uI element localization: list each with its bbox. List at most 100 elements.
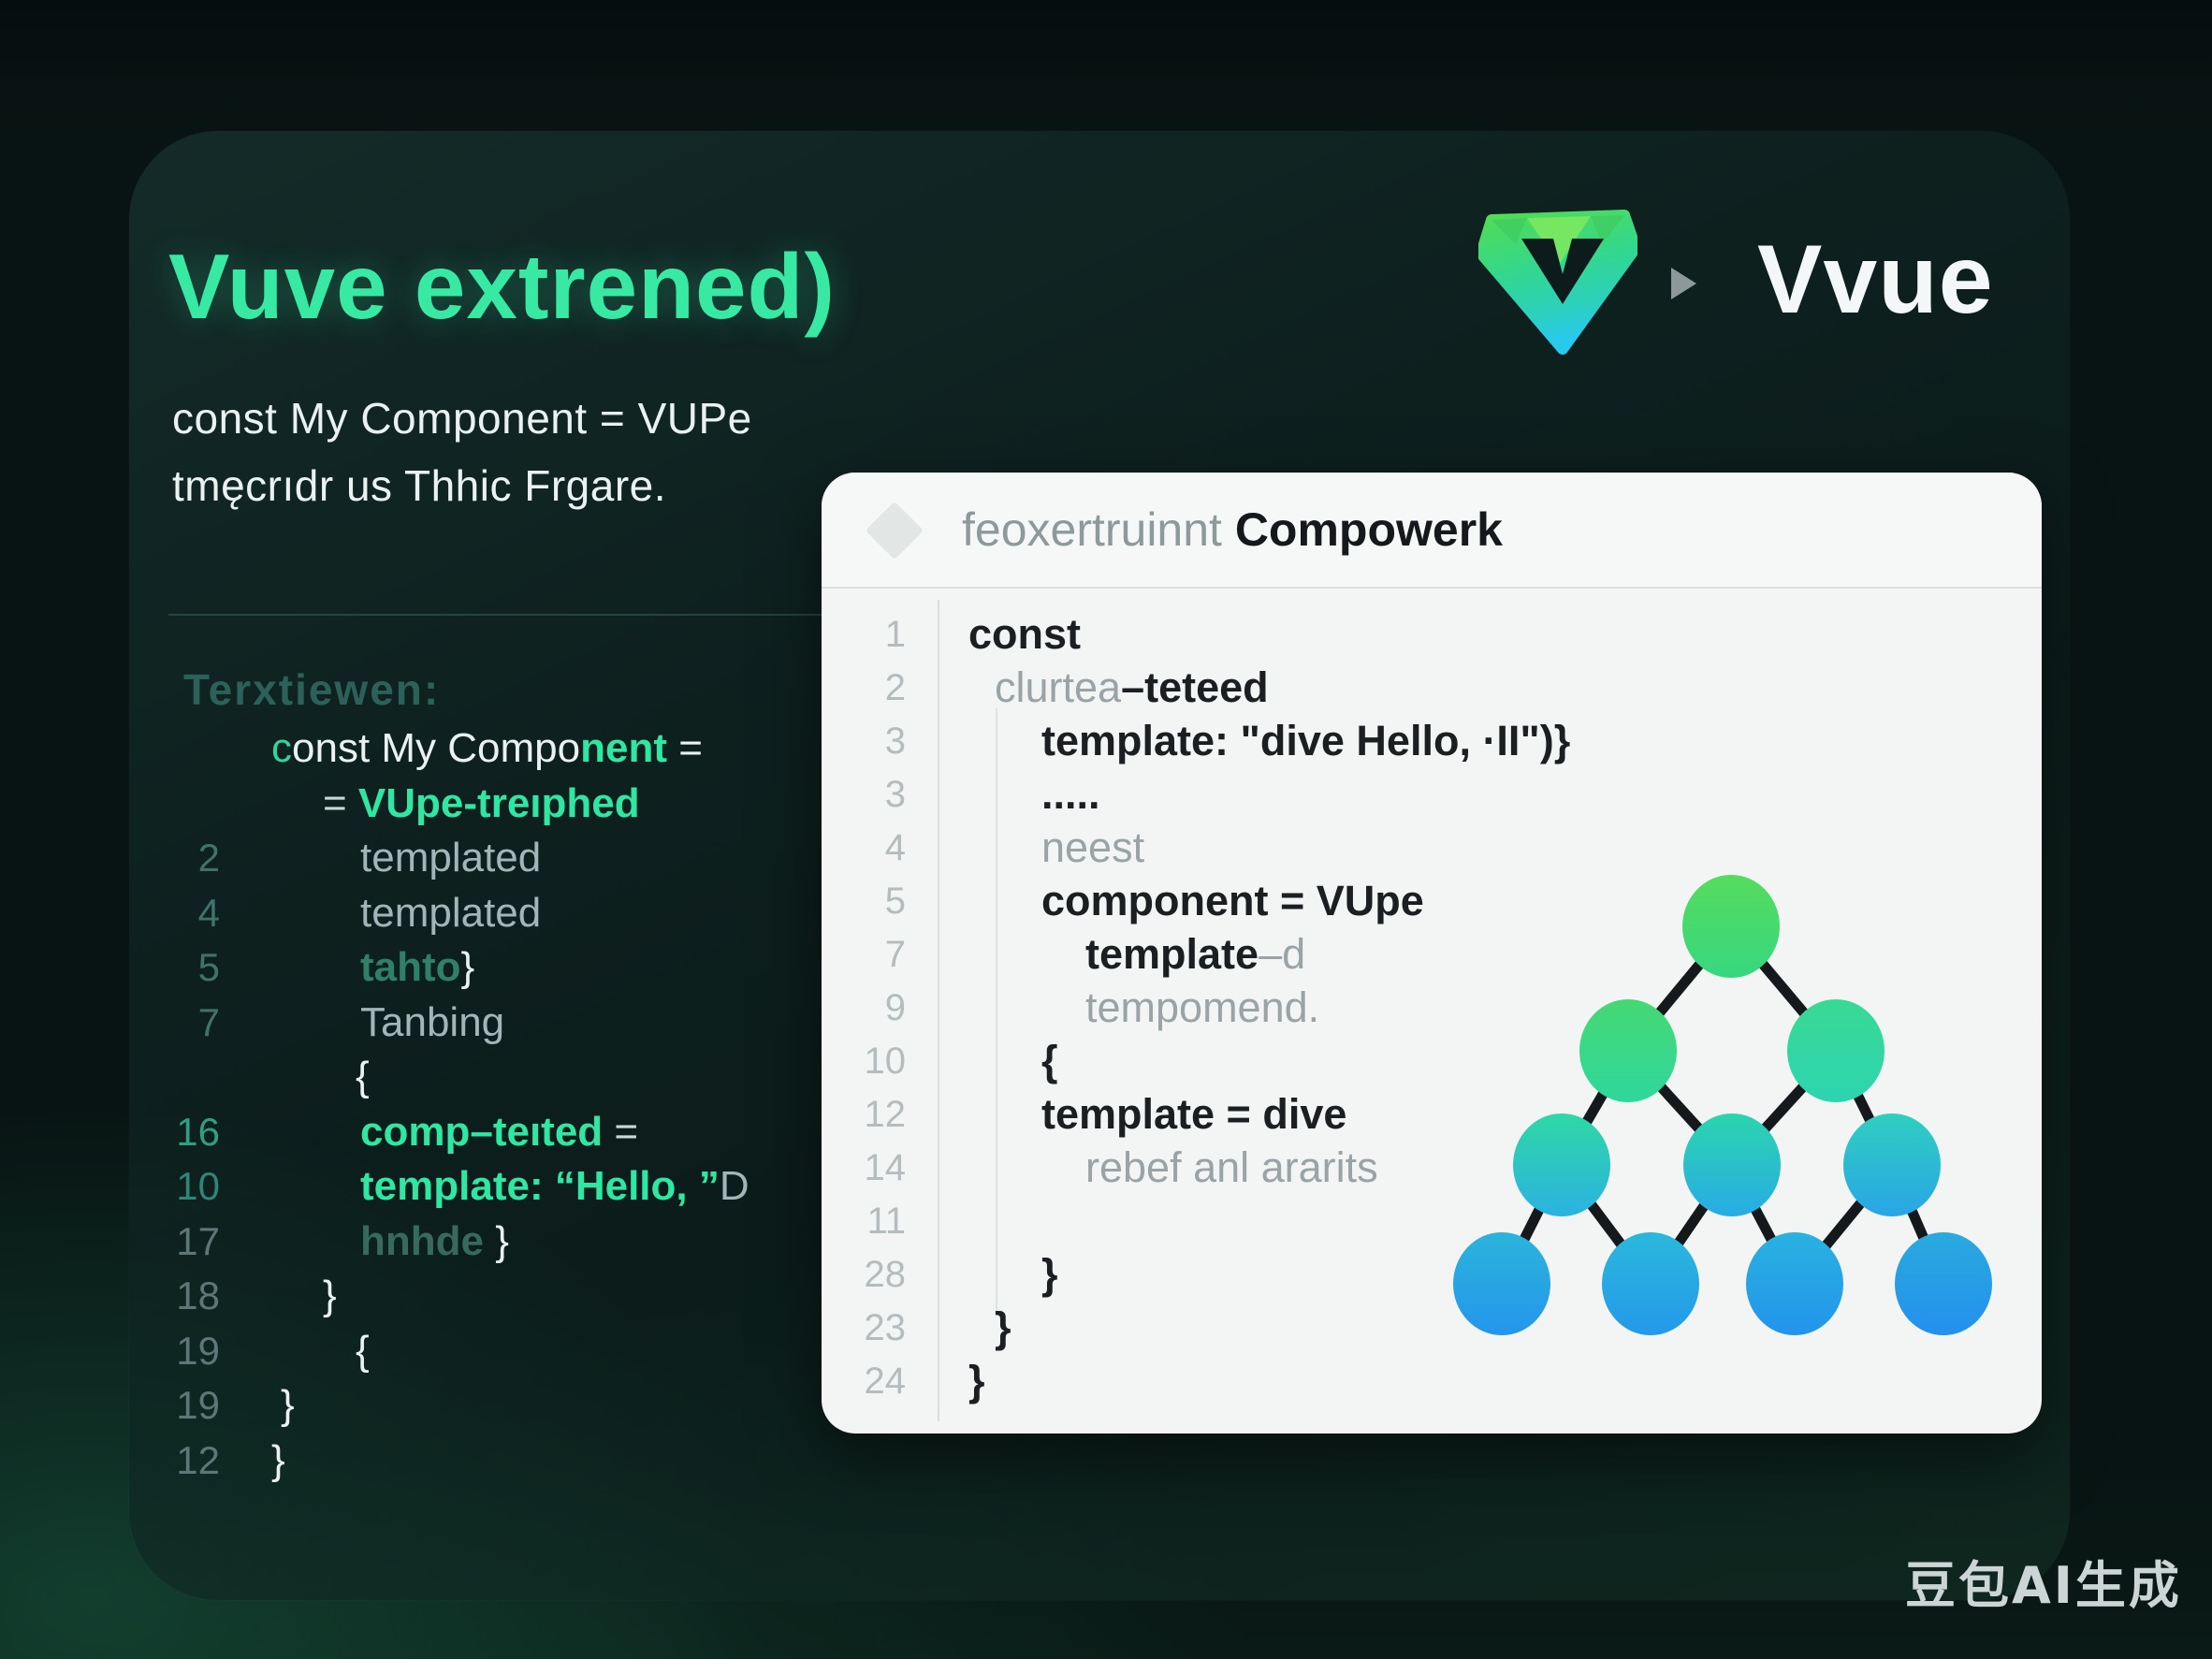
code-line: 19}: [0, 1378, 823, 1433]
editor-line: 1 const: [822, 608, 2042, 661]
editor-line-text: tempomend.: [1085, 983, 1320, 1031]
code-line: {: [0, 1050, 823, 1104]
editor-line-text: const: [968, 610, 1082, 658]
editor-line-number: 10: [864, 1041, 907, 1082]
editor-line-text: {: [1041, 1037, 1058, 1084]
brand-wordmark: Vvue: [1757, 226, 1994, 334]
editor-line: 10 {: [822, 1035, 2042, 1087]
code-line: 18}: [0, 1269, 823, 1323]
indent-guide: [996, 708, 997, 1317]
code-line: 16 comp–teıted =: [0, 1105, 823, 1159]
editor-line-number: 23: [864, 1307, 907, 1348]
line-number: 19: [176, 1328, 220, 1373]
line-number: 12: [176, 1437, 220, 1482]
code-line: 17 hnhde }: [0, 1215, 823, 1269]
left-code-heading: Terxtiewen:: [183, 665, 441, 714]
editor-line: 5 component = VUpe: [822, 875, 2042, 927]
tree-node-level-3: [1843, 1113, 1941, 1216]
editor-line-text: neest: [1041, 823, 1145, 871]
tree-node-level-3: [1513, 1113, 1610, 1216]
tree-node-level-4: [1746, 1232, 1843, 1335]
line-number: 7: [197, 999, 220, 1044]
line-number: 19: [176, 1383, 220, 1427]
editor-line-text: template = dive: [1041, 1090, 1347, 1138]
line-text: templated: [360, 835, 542, 880]
code-line: 19 {: [0, 1324, 823, 1378]
line-text: {: [356, 1327, 370, 1374]
editor-title-bold: Compowerk: [1234, 503, 1503, 556]
line-text: template: “Hello, ”D: [360, 1163, 749, 1209]
editor-line: 24}: [822, 1355, 2042, 1407]
line-number: 4: [197, 890, 220, 935]
editor-line-text: template–d: [1085, 930, 1306, 978]
line-text: hnhde }: [360, 1217, 509, 1264]
editor-line: 12 template = dive: [822, 1088, 2042, 1141]
editor-line-number: 24: [864, 1361, 907, 1402]
page-title: Vuve extrened): [168, 235, 836, 338]
tree-node-level-2: [1579, 999, 1677, 1102]
tree-node-level-4: [1602, 1232, 1699, 1335]
line-text: }: [323, 1273, 337, 1318]
subtitle-line-1: const My Component = VUPe: [172, 394, 752, 443]
line-text: = VUpe-treıphed: [323, 779, 640, 826]
editor-line: 9 tempomend.: [822, 982, 2042, 1034]
line-text: }: [281, 1382, 295, 1428]
editor-line-text: clurtea–teteed: [995, 663, 1269, 711]
editor-header: feoxertruinnt Compowerk: [822, 473, 2042, 589]
editor-line-text: }: [968, 1357, 985, 1404]
editor-title-prefix: feoxertruinnt: [962, 503, 1235, 556]
line-number: 17: [176, 1218, 220, 1263]
line-number: 5: [197, 945, 220, 989]
editor-line-number: 11: [866, 1201, 906, 1242]
code-line: const My Component =: [0, 721, 823, 776]
editor-line-number: 2: [884, 667, 906, 708]
tree-node-level-1: [1682, 875, 1780, 978]
left-divider: [168, 614, 851, 616]
line-text: const My Component =: [271, 725, 703, 771]
editor-line-number: 12: [864, 1094, 907, 1135]
code-line: 4 templated: [0, 886, 823, 940]
editor-line-text: template: "dive Hello, ·II")}: [1041, 717, 1571, 764]
line-number: 16: [176, 1109, 220, 1154]
tree-node-level-2: [1787, 999, 1885, 1102]
editor-line-text: component = VUpe: [1041, 877, 1424, 924]
code-line: = VUpe-treıphed: [0, 777, 823, 831]
line-number: 2: [197, 836, 220, 880]
code-line: 10 template: “Hello, ”D: [0, 1159, 823, 1214]
editor-line: 14 rebef anl ararits: [822, 1142, 2042, 1194]
editor-line-number: 1: [884, 614, 906, 655]
code-editor-panel: feoxertruinnt Compowerk 1 const 2 clurtea–t…: [822, 473, 2042, 1433]
editor-line: 3.....: [822, 768, 2042, 821]
editor-line: 2 clurtea–teteed: [822, 662, 2042, 714]
editor-line-number: 14: [864, 1147, 907, 1188]
gutter-separator: [938, 600, 939, 1421]
subtitle-line-2: tmęcrıdr us Thhic Frgare.: [172, 461, 667, 510]
editor-line-number: 28: [864, 1254, 907, 1295]
editor-line-text: }: [1041, 1250, 1058, 1298]
editor-line-number: 9: [884, 987, 906, 1028]
code-line: 12}: [0, 1433, 823, 1488]
editor-line-text: .....: [1041, 770, 1100, 818]
play-arrow-icon: [1671, 268, 1696, 299]
editor-line-number: 5: [884, 880, 906, 922]
editor-line: 11: [822, 1195, 2042, 1247]
line-number: 10: [176, 1164, 220, 1208]
editor-line-text: rebef anl ararits: [1085, 1143, 1378, 1191]
line-number: 18: [176, 1273, 220, 1317]
line-text: comp–teıted =: [360, 1108, 639, 1155]
tree-node-level-4: [1895, 1232, 1992, 1335]
editor-line-number: 3: [884, 720, 906, 762]
line-text: {: [356, 1054, 370, 1099]
line-text: }: [271, 1436, 285, 1483]
editor-line: 3 template: "dive Hello, ·II")}: [822, 715, 2042, 767]
editor-title: feoxertruinnt Compowerk: [962, 473, 1503, 587]
tree-node-level-4: [1453, 1232, 1550, 1335]
line-text: templated: [360, 889, 542, 936]
editor-line-number: 3: [884, 774, 906, 815]
component-tree-diagram: [1453, 875, 1992, 1335]
